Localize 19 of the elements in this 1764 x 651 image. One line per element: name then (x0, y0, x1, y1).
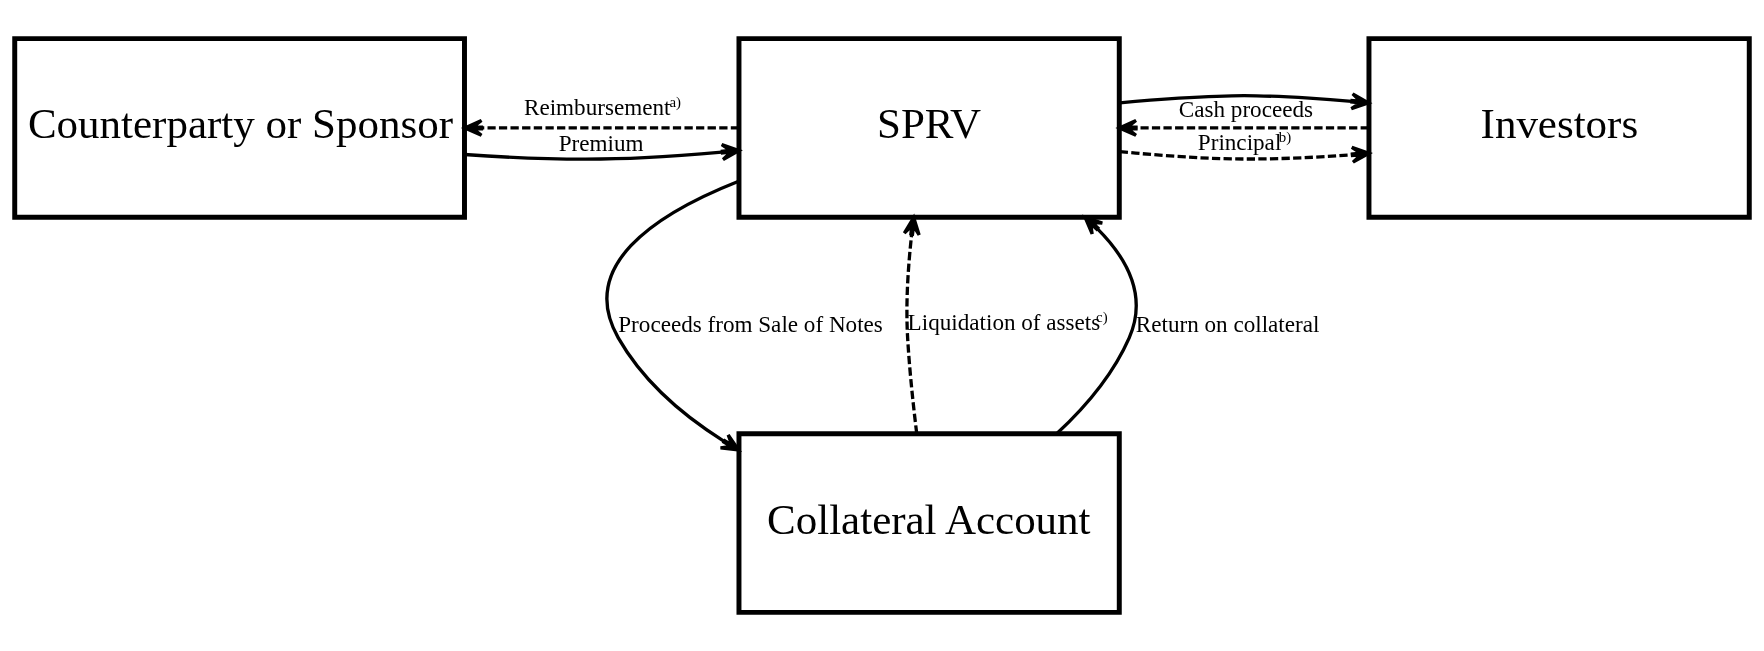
arrow (1119, 145, 1371, 164)
arrow (605, 179, 741, 452)
edge-label: Proceeds from Sale of Notes (618, 310, 883, 337)
node-box: Counterparty or Sponsor (12, 36, 467, 220)
arrow (1117, 118, 1369, 137)
edge-label: Return on collateral (1135, 310, 1320, 337)
edge-label: Cash proceeds (1178, 95, 1314, 122)
arrow (1055, 215, 1138, 435)
node-box: SPRV (736, 36, 1122, 220)
arrow (902, 215, 921, 434)
edge-label: Reimbursement$^{a)}$ (524, 94, 682, 121)
edge-label: Liquidation of assets$^{c)}$ (907, 308, 1108, 335)
edge-label: Principal$^{b)}$ (1197, 128, 1292, 155)
arrow (1119, 92, 1371, 111)
node-box: Investors (1366, 36, 1752, 220)
arrow (464, 143, 741, 162)
arrow (463, 118, 739, 137)
edge-label: Premium (558, 130, 644, 157)
node-box: Collateral Account (736, 431, 1122, 615)
